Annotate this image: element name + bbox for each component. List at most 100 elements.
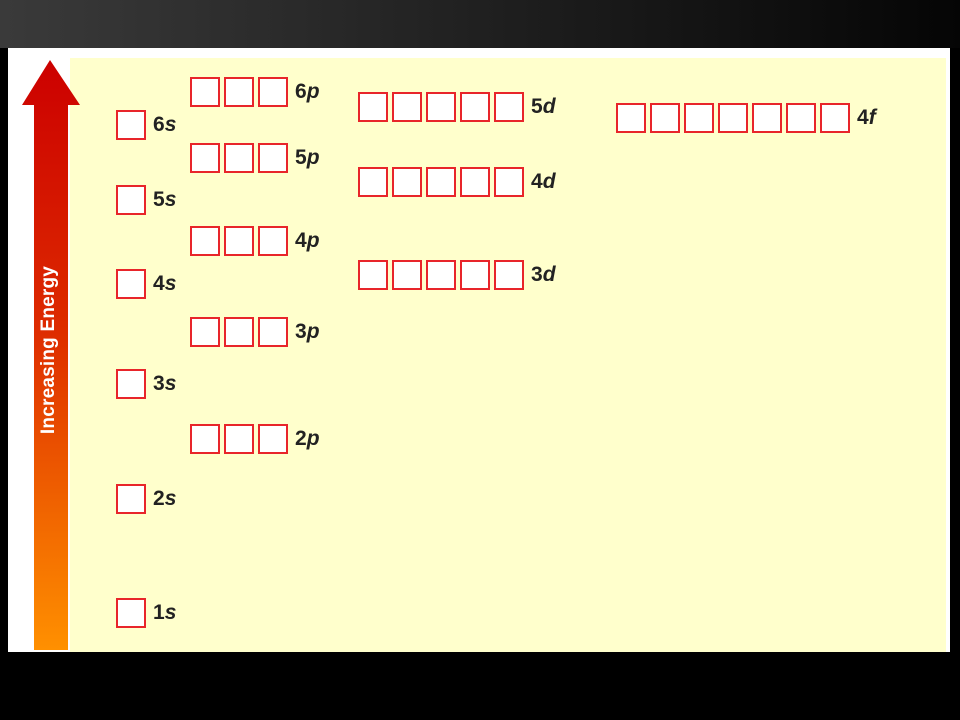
orbital-label-l: s	[164, 601, 177, 624]
orbital-box	[190, 424, 220, 454]
orbital-label-n: 3	[295, 320, 307, 343]
orbital-label: 1s	[153, 601, 176, 625]
orbital-box	[786, 103, 816, 133]
orbital-box	[460, 260, 490, 290]
orbital-label: 6s	[153, 113, 176, 137]
orbital-box	[224, 143, 254, 173]
orbital-box	[460, 167, 490, 197]
orbital-box	[116, 484, 146, 514]
orbital-4f: 4f	[616, 103, 876, 133]
orbital-box	[494, 260, 524, 290]
orbital-label: 2s	[153, 487, 176, 511]
orbital-box	[224, 424, 254, 454]
orbital-label-n: 5	[153, 188, 165, 211]
orbital-5p: 5p	[190, 143, 320, 173]
orbital-label-n: 4	[531, 170, 543, 193]
orbital-box	[116, 369, 146, 399]
orbital-label: 5p	[295, 146, 320, 170]
orbital-box	[718, 103, 748, 133]
orbital-label-n: 3	[531, 263, 543, 286]
orbital-2p: 2p	[190, 424, 320, 454]
orbital-label: 5s	[153, 188, 176, 212]
orbital-label-n: 1	[153, 601, 165, 624]
orbital-box	[258, 317, 288, 347]
orbital-label: 4p	[295, 229, 320, 253]
orbital-box	[650, 103, 680, 133]
arrow-shape	[22, 60, 80, 650]
orbital-3s: 3s	[116, 369, 176, 399]
orbital-label: 4f	[857, 106, 876, 130]
y-axis-label: Increasing Energy	[38, 265, 59, 435]
orbital-box	[116, 110, 146, 140]
orbital-label-l: s	[164, 113, 177, 136]
orbital-box	[392, 167, 422, 197]
orbital-label-l: s	[164, 272, 177, 295]
orbital-4p: 4p	[190, 226, 320, 256]
orbital-2s: 2s	[116, 484, 176, 514]
orbital-label-l: s	[164, 372, 177, 395]
orbital-box	[426, 92, 456, 122]
orbital-box	[258, 77, 288, 107]
orbital-box	[116, 185, 146, 215]
orbital-box	[494, 92, 524, 122]
orbital-label-l: p	[306, 80, 320, 103]
orbital-box	[258, 143, 288, 173]
orbital-3p: 3p	[190, 317, 320, 347]
orbital-5d: 5d	[358, 92, 556, 122]
orbital-label-l: p	[306, 427, 320, 450]
orbital-label-n: 4	[857, 106, 869, 129]
orbital-label-l: d	[542, 263, 556, 286]
orbital-label-l: s	[164, 188, 177, 211]
orbital-box	[358, 167, 388, 197]
orbital-box	[190, 317, 220, 347]
orbital-box	[116, 598, 146, 628]
orbital-box	[224, 226, 254, 256]
orbital-box	[426, 260, 456, 290]
orbital-label: 4s	[153, 272, 176, 296]
orbital-box	[684, 103, 714, 133]
orbital-3d: 3d	[358, 260, 556, 290]
orbital-1s: 1s	[116, 598, 176, 628]
orbital-box	[616, 103, 646, 133]
orbital-label: 6p	[295, 80, 320, 104]
orbital-label-n: 4	[295, 229, 307, 252]
orbital-label-n: 5	[531, 95, 543, 118]
orbital-label: 3d	[531, 263, 556, 287]
orbital-box	[116, 269, 146, 299]
orbital-box	[460, 92, 490, 122]
orbital-box	[224, 317, 254, 347]
orbital-label-l: p	[306, 320, 320, 343]
orbital-box	[190, 143, 220, 173]
orbital-5s: 5s	[116, 185, 176, 215]
orbital-label: 2p	[295, 427, 320, 451]
orbital-label: 5d	[531, 95, 556, 119]
orbital-box	[392, 92, 422, 122]
orbital-box	[258, 424, 288, 454]
orbital-label: 4d	[531, 170, 556, 194]
orbital-box	[358, 260, 388, 290]
orbital-box	[752, 103, 782, 133]
orbital-6p: 6p	[190, 77, 320, 107]
orbital-4s: 4s	[116, 269, 176, 299]
orbital-box	[820, 103, 850, 133]
orbital-box	[224, 77, 254, 107]
orbital-label: 3p	[295, 320, 320, 344]
orbital-label-n: 2	[295, 427, 307, 450]
orbital-label-l: d	[542, 170, 556, 193]
orbital-label-l: d	[542, 95, 556, 118]
orbital-label-l: p	[306, 146, 320, 169]
orbital-box	[190, 77, 220, 107]
orbital-label-n: 6	[295, 80, 307, 103]
orbital-6s: 6s	[116, 110, 176, 140]
orbital-label-n: 6	[153, 113, 165, 136]
orbital-label-l: f	[868, 106, 876, 129]
orbital-label-n: 5	[295, 146, 307, 169]
orbital-box	[392, 260, 422, 290]
orbital-label-n: 3	[153, 372, 165, 395]
energy-arrow	[22, 60, 80, 650]
orbital-label-l: s	[164, 487, 177, 510]
orbital-label: 3s	[153, 372, 176, 396]
orbital-box	[190, 226, 220, 256]
orbital-label-n: 4	[153, 272, 165, 295]
